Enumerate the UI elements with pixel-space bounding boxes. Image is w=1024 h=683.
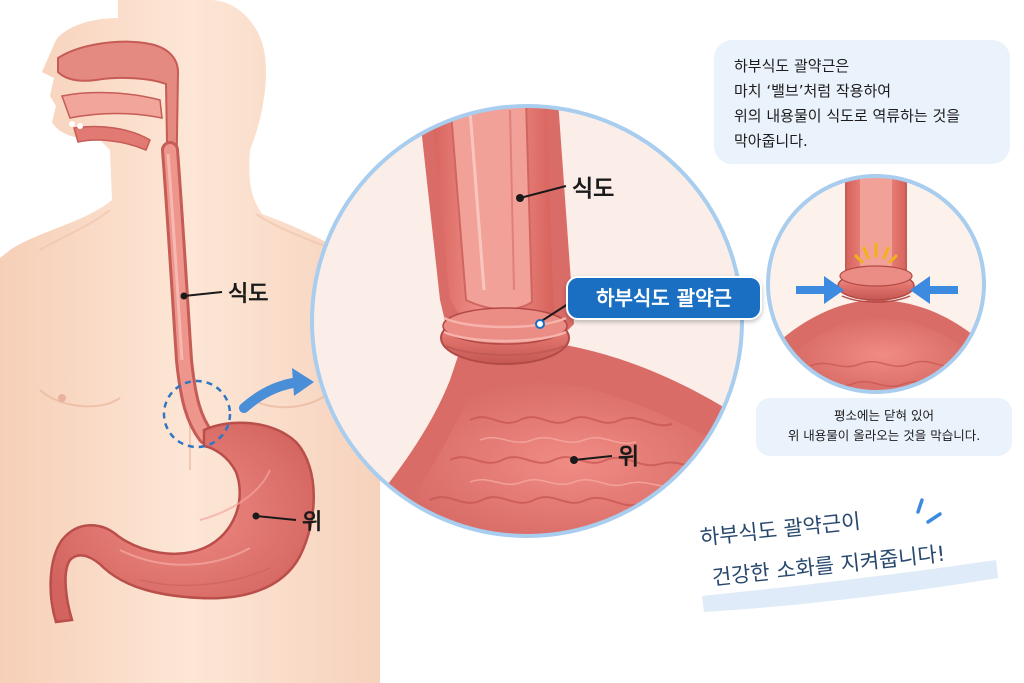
explanation-callout: 하부식도 괄약근은 마치 ‘밸브’처럼 작용하여 위의 내용물이 식도로 역류하… (714, 40, 1010, 164)
zoom-arrow-icon (239, 368, 314, 413)
sphincter-badge: 하부식도 괄약근 (566, 276, 762, 320)
caption-line: 위 내용물이 올라오는 것을 막습니다. (787, 428, 981, 443)
stomach-body-label: 위 (302, 510, 322, 535)
closed-state-circle (766, 174, 986, 394)
closed-state-caption: 평소에는 닫혀 있어 위 내용물이 올라오는 것을 막습니다. (756, 398, 1012, 456)
callout-line: 하부식도 괄약근은 (734, 57, 850, 75)
sphincter-leader (539, 303, 569, 323)
stomach-body (49, 421, 315, 624)
highlight-swash (702, 560, 998, 612)
esophagus-zoom-label: 식도 (572, 176, 614, 202)
pressure-burst-icon (854, 242, 898, 264)
caption-line: 평소에는 닫혀 있어 (834, 408, 934, 423)
zoom-detail-circle (310, 104, 744, 538)
stomach-zoom-leader (573, 455, 613, 461)
stomach-zoom-label: 위 (618, 444, 639, 470)
stomach-leader (255, 515, 297, 521)
esophagus-zoom-leader (519, 185, 567, 199)
esophagus-body (161, 141, 215, 445)
callout-line: 마치 ‘밸브’처럼 작용하여 (734, 82, 892, 100)
sparkle-icon (916, 498, 942, 524)
callout-line: 위의 내용물이 식도로 역류하는 것을 (734, 107, 961, 125)
inward-arrow-icon (796, 276, 958, 304)
zoom-highlight-circle (162, 379, 232, 449)
esophagus-leader (183, 291, 223, 297)
callout-line: 막아줍니다. (734, 132, 808, 150)
esophagus-body-label: 식도 (228, 282, 268, 307)
oral-nasal-cavity (57, 40, 180, 201)
